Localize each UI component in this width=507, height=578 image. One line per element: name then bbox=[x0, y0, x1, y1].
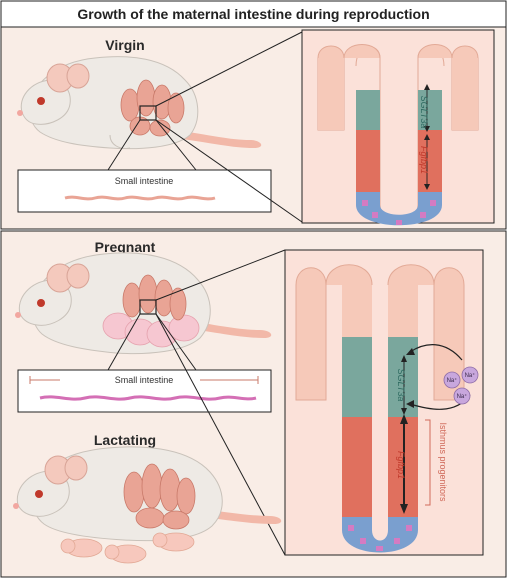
pregnant-fgfbp-arrow-head-bottom bbox=[400, 504, 408, 514]
pregnant-sglt-arrow-head-bottom bbox=[401, 408, 407, 415]
pregnant-fgfbp-arrow-head-top bbox=[400, 414, 408, 424]
sodium-ion-label: Na⁺ bbox=[457, 393, 468, 400]
lactating-mouse bbox=[13, 446, 282, 564]
lactating-label: Lactating bbox=[94, 432, 156, 448]
virgin-fgfbp-arrow-head-top bbox=[424, 134, 430, 140]
virgin-inset-label: Small intestine bbox=[115, 176, 174, 186]
virgin-fgfbp-arrow-head-bottom bbox=[424, 184, 430, 190]
virgin-zoom-line-top bbox=[155, 31, 303, 107]
virgin-fgfbp-label: Fgfbp1 bbox=[419, 146, 429, 174]
pregnant-mouse bbox=[15, 252, 272, 371]
pregnant-label: Pregnant bbox=[95, 239, 156, 255]
progenitor-label: Isthmus progenitors bbox=[438, 422, 448, 502]
pregnant-sglt-arrow-head-top bbox=[401, 355, 407, 362]
virgin-crypt-villus bbox=[317, 44, 479, 226]
figure-title: Growth of the maternal intestine during … bbox=[77, 6, 429, 22]
sodium-ion-label: Na⁺ bbox=[465, 372, 476, 379]
virgin-label: Virgin bbox=[105, 37, 144, 53]
sodium-ion bbox=[461, 366, 479, 384]
virgin-intestine-strand bbox=[64, 195, 216, 201]
pregnant-sglt-label: SGLT3a bbox=[396, 369, 406, 402]
virgin-sglt-label: SGLT3a bbox=[419, 96, 429, 129]
ion-arrow-top-head bbox=[406, 348, 415, 355]
pregnant-zoom-line-top bbox=[155, 249, 286, 301]
virgin-zoom-line-bottom bbox=[155, 119, 303, 223]
title-bar bbox=[0, 0, 507, 28]
sodium-ions: Na⁺ Na⁺ Na⁺ bbox=[443, 366, 479, 405]
pregnant-zoom-line-bottom bbox=[155, 313, 286, 556]
virgin-intestine-inset bbox=[17, 169, 272, 213]
sodium-ion bbox=[443, 371, 461, 389]
ion-arrow-bottom-head bbox=[406, 400, 414, 408]
virgin-sglt-arrow-head-top bbox=[424, 84, 430, 90]
sodium-ion-label: Na⁺ bbox=[447, 377, 458, 384]
pregnant-intestine-inset bbox=[17, 369, 272, 413]
virgin-mouse bbox=[17, 56, 262, 171]
progenitor-bracket bbox=[425, 419, 431, 506]
pregnant-fgfbp-label: Fgfbp1 bbox=[396, 451, 406, 479]
pregnant-inset-label: Small intestine bbox=[115, 375, 174, 385]
pregnant-intestine-strand bbox=[39, 395, 257, 401]
virgin-sglt-arrow-head-bottom bbox=[424, 126, 430, 132]
ion-arrow-top bbox=[409, 344, 463, 361]
sodium-ion bbox=[453, 387, 471, 405]
